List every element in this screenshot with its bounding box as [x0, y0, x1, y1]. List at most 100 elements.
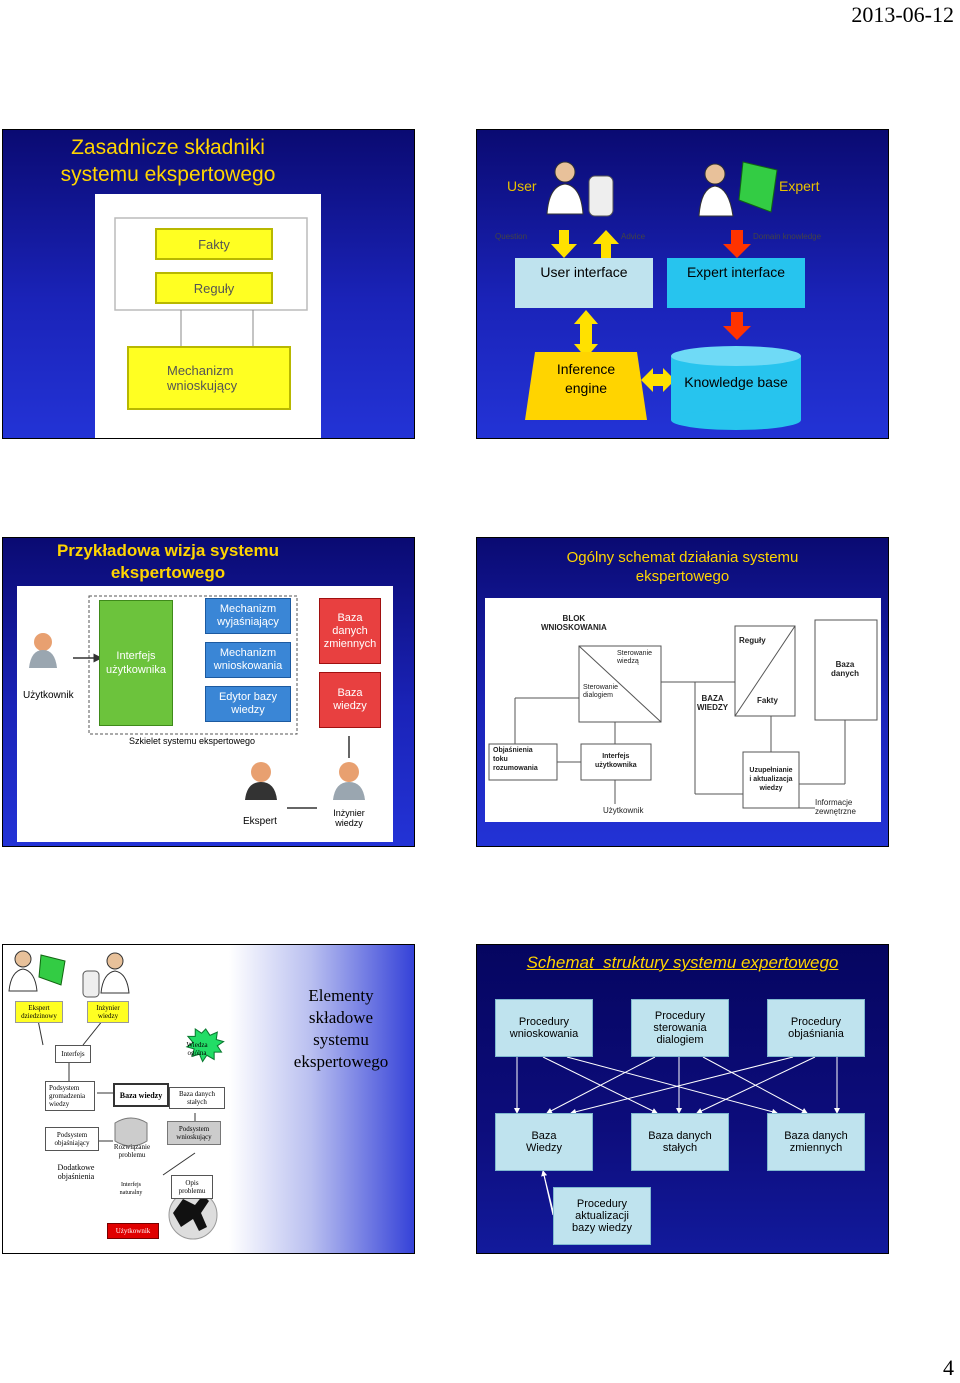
explain-line2: wyjaśniający: [217, 616, 279, 628]
vardb-line3: zmiennych: [323, 637, 377, 650]
ext-line2: zewnętrzne: [815, 807, 856, 816]
facts-label: Fakty: [198, 236, 230, 252]
page-number: 4: [943, 1355, 954, 1380]
kb-line1: BAZA: [701, 694, 724, 703]
fixed-line2: stałych: [187, 1098, 207, 1106]
db-line2: danych: [831, 669, 860, 678]
heading-line3: systemu: [313, 1030, 369, 1049]
desc-line1: Opis: [185, 1179, 199, 1187]
user-interface-box: User interface: [515, 258, 653, 308]
expert-person-icon: [698, 161, 778, 217]
kb-editor-box: Edytor bazy wiedzy: [205, 686, 291, 722]
advice-label: Advice: [621, 232, 646, 241]
page-date: 2013-06-12: [851, 2, 954, 27]
explain-line1: Podsystem: [56, 1131, 88, 1139]
engineer-line2: wiedzy: [335, 818, 363, 828]
expert-label: Expert: [779, 178, 820, 194]
domain-expert-box: Ekspert dziedzinowy: [15, 1001, 63, 1023]
desc-line2: problemu: [178, 1187, 206, 1195]
domain-expert-line1: Ekspert: [28, 1004, 50, 1012]
general-line2: ogólna: [187, 1049, 207, 1057]
components-heading: Elementy składowe systemu ekspertowego: [273, 985, 409, 1073]
update-line2: i aktualizacja: [749, 776, 793, 783]
dialog-line1: Sterowanie: [583, 684, 619, 691]
expert-avatar-icon: [245, 762, 277, 800]
editor-line1: Edytor bazy: [218, 691, 278, 703]
slide-title-line1: Ogólny schemat działania systemu: [566, 549, 799, 566]
engine-kb-arrow: [641, 368, 675, 392]
editor-line2: wiedzy: [231, 704, 265, 716]
vardb-line1: Baza: [337, 611, 363, 624]
question-label: Question: [495, 232, 528, 241]
natural-line2: naturalny: [119, 1190, 143, 1196]
expert-interface-label: Expert interface: [686, 264, 786, 280]
general-knowledge-label: Wiedza ogólna: [179, 1041, 215, 1057]
diagram-lines: [114, 217, 308, 346]
db-line1: Baza: [835, 660, 855, 669]
extra-line1: Dodatkowe: [57, 1163, 95, 1172]
external-info-label: Informacje zewnętrzne: [815, 798, 856, 816]
advice-arrow: [593, 230, 619, 258]
kb-update-box: Procedury aktualizacji bazy wiedzy: [553, 1187, 651, 1245]
architecture-graphics: [525, 161, 801, 430]
domain-knowledge-arrow: [723, 230, 751, 258]
domain-expert-line2: dziedzinowy: [21, 1012, 57, 1020]
solution-label: Rozwiązanie problemu: [107, 1143, 157, 1159]
fixed-line1: Baza danych: [648, 1130, 712, 1142]
ui-line1: Interfejs: [116, 650, 156, 662]
natural-interface-shape: [114, 1117, 148, 1147]
acq-line1: Podsystem: [49, 1084, 80, 1092]
engine-label-line2: wnioskujący: [167, 378, 238, 393]
ui-line1: Interfejs: [602, 753, 630, 760]
inference-engine-shape: [525, 352, 647, 420]
fixed-db-box: Baza danych stałych: [169, 1087, 225, 1109]
acq-line2: gromadzenia: [49, 1092, 86, 1100]
engineer-box: Inżynier wiedzy: [87, 1001, 129, 1023]
explanations-label: Objaśnienia toku rozumowania: [493, 746, 538, 773]
slide-title: Przykładowa wizja systemu ekspertowego: [3, 540, 333, 584]
var-line2: zmiennych: [789, 1142, 843, 1154]
infer-line2: wnioskowania: [213, 660, 283, 672]
ext-line1: Informacje: [815, 798, 853, 807]
slide-basic-components: Zasadnicze składniki systemu ekspertoweg…: [2, 129, 415, 439]
slide-title-line2: ekspertowego: [110, 563, 226, 582]
rules-label: Reguły: [193, 280, 235, 296]
proc-explain-line2: objaśniania: [788, 1028, 844, 1040]
knowledge-base-label: Knowledge base: [684, 374, 788, 390]
solve-line2: problemu: [118, 1151, 146, 1159]
expert-interface-box: Expert interface: [667, 258, 805, 308]
fixed-db-box: Baza danych stałych: [631, 1113, 729, 1171]
heading-line1: Elementy: [308, 986, 374, 1005]
block-line2: WNIOSKOWANIA: [541, 623, 607, 632]
user-person-icon: [546, 161, 614, 217]
vardb-line2: danych: [332, 624, 368, 637]
general-knowledge-star: [185, 1028, 225, 1063]
explain-subsystem-box: Podsystem objaśniający: [45, 1127, 99, 1151]
proc-infer-line2: wnioskowania: [509, 1028, 579, 1040]
user-interface-label: Interfejs użytkownika: [595, 752, 637, 770]
slide-title-line1: Zasadnicze składniki: [71, 136, 265, 159]
variable-db-box: Baza danych zmiennych: [319, 598, 381, 664]
solve-line1: Rozwiązanie: [113, 1143, 151, 1151]
vision-diagram-panel: Użytkownik Interfejs użytkownika Mechani…: [17, 586, 393, 842]
update-label: Uzupełnianie i aktualizacja wiedzy: [743, 766, 799, 793]
slide-title: Schemat struktury systemu expertowego: [526, 953, 839, 972]
heading-line2: składowe: [308, 1008, 374, 1027]
engineer-line1: Inżynier: [333, 808, 365, 818]
vision-diagram-lines: [29, 595, 365, 809]
domain-expert-person-icon: [8, 950, 66, 992]
engineer-line1: Inżynier: [96, 1004, 120, 1012]
knowledge-base-box: Baza wiedzy: [319, 672, 381, 728]
explain-mechanism-box: Mechanizm wyjaśniający: [205, 598, 291, 634]
facts-label: Fakty: [757, 696, 778, 705]
acquisition-subsystem-box: Podsystem gromadzenia wiedzy: [45, 1081, 95, 1111]
update-line3: bazy wiedzy: [572, 1222, 632, 1234]
structure-lines: [514, 1056, 840, 1216]
explain-line3: rozumowania: [493, 765, 538, 772]
heading-line4: ekspertowego: [293, 1052, 389, 1071]
proc-infer-line1: Procedury: [518, 1016, 570, 1028]
knowledge-base-shape: [671, 346, 801, 430]
kb-line2: Wiedzy: [525, 1142, 563, 1154]
kb-label: BAZA WIEDZY: [697, 694, 728, 712]
rules-label: Reguły: [739, 636, 766, 645]
